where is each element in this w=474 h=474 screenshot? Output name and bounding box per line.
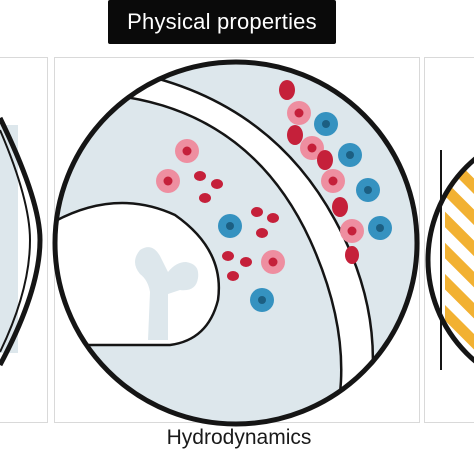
pink-cell <box>175 139 199 163</box>
pink-cell-group <box>156 101 364 274</box>
red-cell <box>211 179 223 189</box>
pink-cell <box>321 169 345 193</box>
blue-cell <box>356 178 380 202</box>
figure-title: Physical properties <box>127 9 317 34</box>
pink-cell <box>156 169 180 193</box>
partial-vessel-icon <box>0 116 43 367</box>
red-cell <box>267 213 279 223</box>
center-panel-caption: Hydrodynamics <box>166 426 312 449</box>
red-cell <box>194 171 206 181</box>
striped-pattern-icon <box>425 128 474 392</box>
blue-cell <box>218 214 242 238</box>
blue-cell <box>314 112 338 136</box>
red-cell <box>332 197 348 217</box>
blood-flow-vessel-icon <box>52 59 420 427</box>
red-cell <box>279 80 295 100</box>
red-cell <box>256 228 268 238</box>
blue-cell <box>250 288 274 312</box>
blue-cell <box>368 216 392 240</box>
red-cell-group <box>194 80 359 281</box>
red-cell <box>345 246 359 264</box>
pink-cell <box>261 250 285 274</box>
pink-cell <box>300 136 324 160</box>
blue-cell-group <box>218 112 392 312</box>
pink-cell <box>287 101 311 125</box>
blue-cell <box>338 143 362 167</box>
red-cell <box>240 257 252 267</box>
red-cell <box>222 251 234 261</box>
red-cell <box>287 125 303 145</box>
red-cell <box>317 150 333 170</box>
red-cell <box>227 271 239 281</box>
title-banner: Physical properties <box>108 0 336 44</box>
red-cell <box>199 193 211 203</box>
pink-cell <box>340 219 364 243</box>
red-cell <box>251 207 263 217</box>
